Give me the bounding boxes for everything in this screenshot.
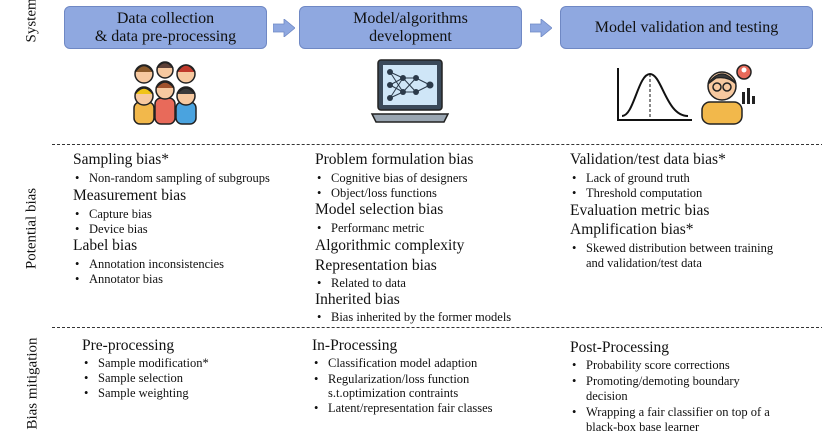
bias-heading: Inherited bias <box>315 291 400 308</box>
bias-item: Skewed distribution between training <box>570 241 773 256</box>
bias-item: Related to data <box>315 276 406 291</box>
bias-item: Non-random sampling of subgroups <box>73 171 270 186</box>
row-label-potential-bias: Potential bias <box>23 187 40 270</box>
bias-heading: Representation bias <box>315 257 437 274</box>
mitigation-item: Probability score corrections <box>570 358 730 373</box>
mitigation-item: Sample weighting <box>82 386 189 401</box>
mitigation-item: Classification model adaption <box>312 356 477 371</box>
bias-item: Capture bias <box>73 207 152 222</box>
bias-item: Object/loss functions <box>315 186 437 201</box>
bias-item: Bias inherited by the former models <box>315 310 511 325</box>
mitigation-item-continuation: decision <box>586 389 628 403</box>
mitigation-item-continuation: s.t.optimization contraints <box>328 386 459 400</box>
bias-heading: Label bias <box>73 237 138 254</box>
mitigation-heading: Pre-processing <box>82 337 175 354</box>
mitigation-item-continuation: black-box base learner <box>586 420 700 434</box>
stage-line: Model/algorithms <box>353 9 468 27</box>
stage-line: Model validation and testing <box>594 18 779 36</box>
bias-heading: Validation/test data bias* <box>570 151 726 168</box>
bias-item: Annotator bias <box>73 272 163 287</box>
group-of-people-icon <box>133 61 197 125</box>
bias-heading: Amplification bias* <box>570 221 694 238</box>
bias-heading: Evaluation metric bias <box>570 202 710 219</box>
stage-data-collection: Data collection & data pre-processing <box>64 6 267 49</box>
stage-model-validation: Model validation and testing <box>560 6 813 49</box>
stage-line: development <box>369 27 452 45</box>
mitigation-item: Promoting/demoting boundary <box>570 374 740 389</box>
person-analyzing-icon <box>701 64 755 125</box>
mitigation-item: Latent/representation fair classes <box>312 401 493 416</box>
bias-heading: Sampling bias* <box>73 151 170 168</box>
stage-model-development: Model/algorithms development <box>299 6 522 49</box>
row-label-system: System <box>23 0 40 43</box>
mitigation-heading: Post-Processing <box>570 339 670 356</box>
mitigation-item: Wrapping a fair classifier on top of a <box>570 405 770 420</box>
row-label-bias-mitigation: Bias mitigation <box>24 337 41 430</box>
bias-heading: Model selection bias <box>315 201 444 218</box>
bias-item: Performanc metric <box>315 221 424 236</box>
bias-item: Device bias <box>73 222 148 237</box>
arrow-right-icon <box>530 19 552 37</box>
separator-dashed <box>52 327 822 328</box>
bias-item: Annotation inconsistencies <box>73 257 224 272</box>
mitigation-item: Sample modification* <box>82 356 209 371</box>
bias-item-continuation: and validation/test data <box>586 256 702 270</box>
bias-heading: Problem formulation bias <box>315 151 474 168</box>
distribution-curve-icon <box>617 68 692 121</box>
mitigation-heading: In-Processing <box>312 337 398 354</box>
bias-heading: Measurement bias <box>73 187 187 204</box>
separator-dashed <box>52 144 822 145</box>
mitigation-item: Regularization/loss function <box>312 372 469 387</box>
bias-heading: Algorithmic complexity <box>315 237 465 254</box>
arrow-right-icon <box>273 19 295 37</box>
mitigation-item: Sample selection <box>82 371 183 386</box>
stage-line: Data collection <box>116 9 215 27</box>
stage-line: & data pre-processing <box>94 27 237 45</box>
bias-item: Lack of ground truth <box>570 171 690 186</box>
neural-network-laptop-icon <box>370 59 450 123</box>
bias-item: Threshold computation <box>570 186 702 201</box>
bias-item: Cognitive bias of designers <box>315 171 467 186</box>
